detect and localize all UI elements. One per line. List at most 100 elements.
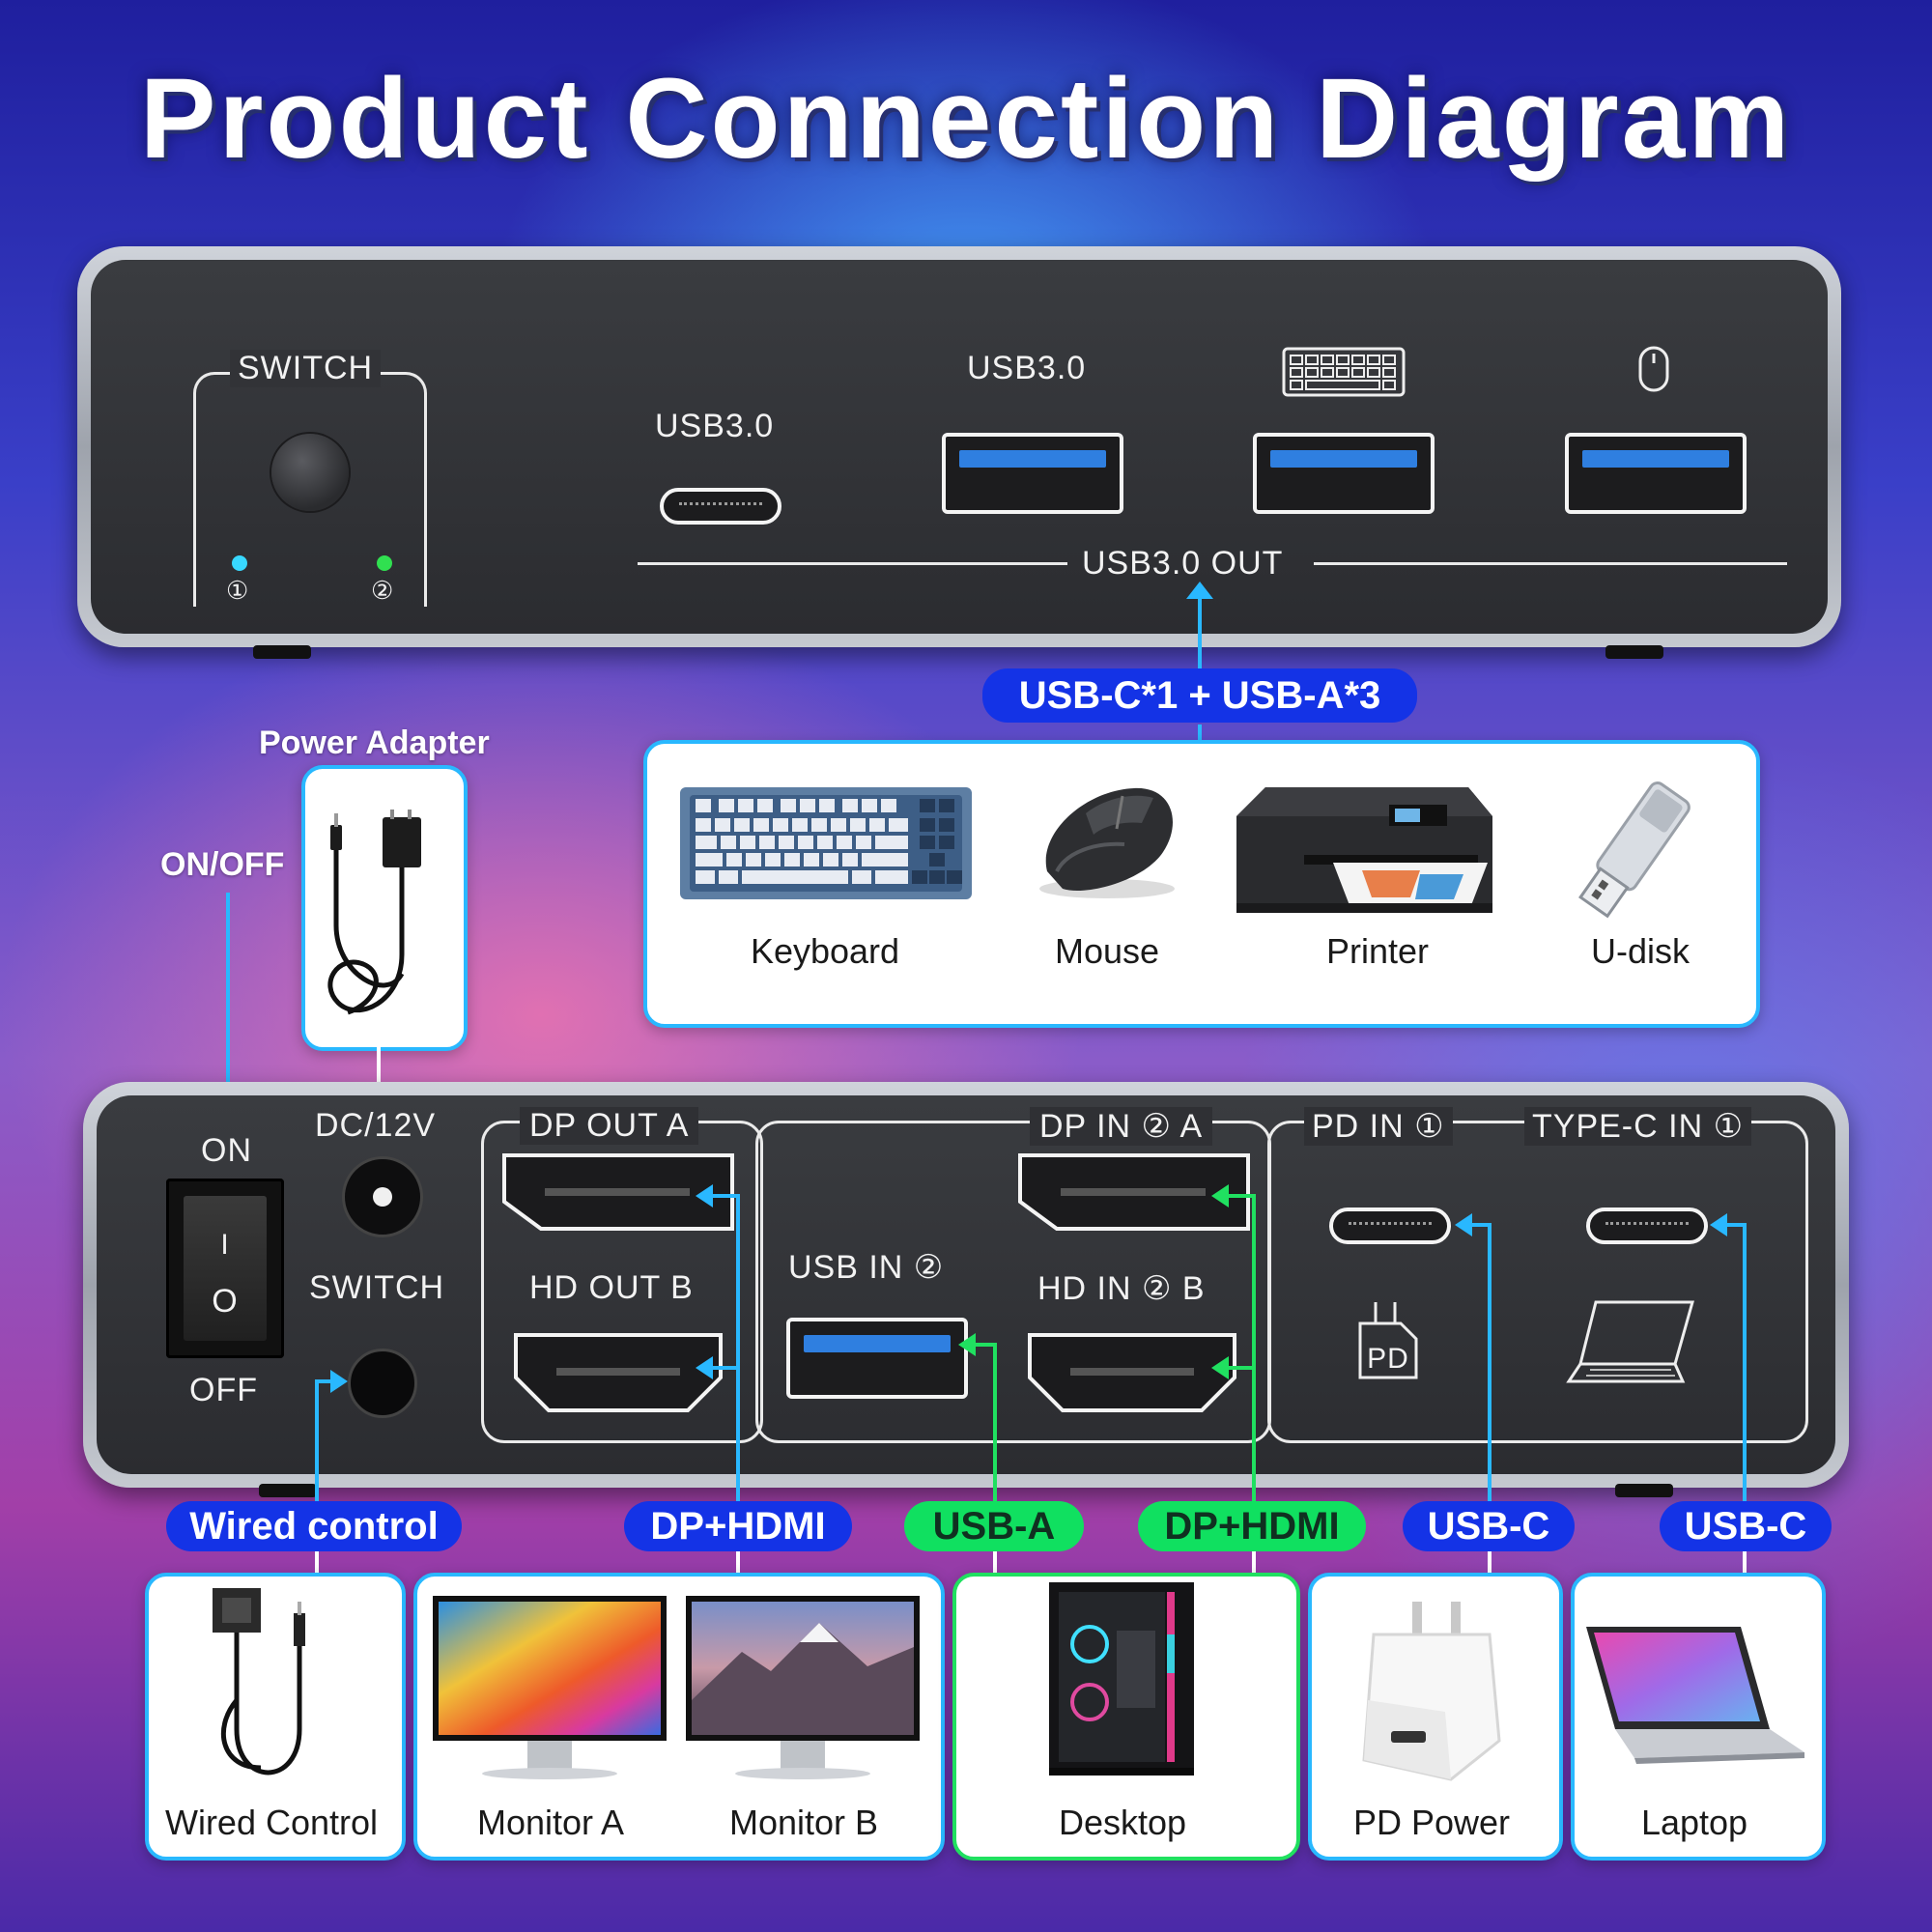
usba-link-line (993, 1343, 997, 1513)
led-1-indicator (232, 555, 247, 571)
wired-link-line (315, 1379, 319, 1513)
front-link-line (1198, 595, 1202, 674)
front-usba-port-1[interactable] (942, 433, 1123, 514)
usb-in2-label: USB IN ② (788, 1249, 945, 1286)
led-2-indicator (377, 555, 392, 571)
device-foot (1605, 645, 1663, 659)
arrow-right-icon (330, 1370, 350, 1398)
front-switch-button[interactable] (271, 434, 349, 511)
usba-link-h (966, 1343, 995, 1347)
power-rocker-switch[interactable]: I O (166, 1179, 284, 1358)
onoff-link-line (226, 893, 230, 1111)
pd-link-line (1488, 1223, 1492, 1513)
arrow-up-icon (1186, 582, 1213, 606)
laptop-link-2 (1743, 1551, 1747, 1575)
rear-on-label: ON (201, 1132, 252, 1169)
device-foot (259, 1484, 317, 1497)
usb-out-label: USB3.0 OUT (1082, 545, 1284, 582)
typec-in1-port[interactable] (1586, 1208, 1708, 1244)
arrow-left-icon (696, 1356, 715, 1384)
rear-switch-label: SWITCH (309, 1269, 445, 1306)
mouse-image (1028, 784, 1182, 913)
pd-power-caption: PD Power (1352, 1803, 1511, 1842)
wired-switch-port[interactable] (348, 1349, 417, 1418)
front-usb-badge: USB-C*1 + USB-A*3 (982, 668, 1417, 723)
usba-badge: USB-A (904, 1501, 1084, 1551)
wired-control-badge: Wired control (166, 1501, 462, 1551)
laptop-link-h (1716, 1223, 1745, 1227)
typec-bracket (1267, 1121, 1808, 1443)
power-adapter-panel (301, 765, 468, 1051)
kvm-rear-panel (83, 1082, 1849, 1488)
typec-in1-label: TYPE-C IN ① (1524, 1107, 1752, 1146)
rear-off-label: OFF (189, 1372, 258, 1408)
hd-in2-b-label: HD IN ② B (1037, 1270, 1206, 1307)
pd-icon-text: PD (1367, 1343, 1409, 1375)
arrow-left-icon (1710, 1213, 1729, 1241)
device-foot (253, 645, 311, 659)
monitor-a-image (431, 1594, 668, 1792)
dp-in2-a-label: DP IN ② A (1030, 1107, 1213, 1146)
rocker-on-glyph: I (220, 1229, 230, 1261)
wired-control-panel (145, 1573, 406, 1861)
dp-in2-a-port[interactable] (1018, 1153, 1250, 1236)
pd-link-h (1461, 1223, 1490, 1227)
laptop-link-line (1743, 1223, 1747, 1513)
keyboard-caption: Keyboard (750, 931, 900, 971)
pd-icon: PD (1352, 1294, 1424, 1387)
usb-in2-port[interactable] (786, 1318, 968, 1399)
video-out-link-h1 (709, 1194, 738, 1198)
led-2-label: ② (371, 576, 395, 605)
front-switch-label: SWITCH (230, 350, 382, 387)
desktop-image (1039, 1577, 1204, 1784)
dc-label: DC/12V (315, 1107, 437, 1144)
monitor-b-image (684, 1594, 922, 1792)
mouse-caption: Mouse (1054, 931, 1160, 971)
pd-in1-label: PD IN ① (1304, 1107, 1453, 1146)
video-in-link-line (1252, 1194, 1256, 1513)
wired-control-caption: Wired Control (164, 1803, 379, 1842)
hd-out-b-label: HD OUT B (529, 1269, 694, 1306)
usba-link-2 (993, 1551, 997, 1575)
hd-out-b-port[interactable] (514, 1333, 723, 1417)
laptop-icon (1566, 1296, 1698, 1394)
arrow-left-icon (958, 1333, 978, 1361)
video-in-link-h2 (1225, 1366, 1254, 1370)
front-usbc-port[interactable] (660, 488, 781, 525)
keyboard-icon (1282, 347, 1406, 401)
video-out-link-line (736, 1194, 740, 1513)
out-rule-left (638, 562, 1067, 565)
power-link-line (377, 1043, 381, 1099)
rocker-off-glyph: O (212, 1283, 239, 1320)
usbc-pd-badge: USB-C (1403, 1501, 1575, 1551)
video-out-link-h2 (709, 1366, 738, 1370)
usbc-laptop-badge: USB-C (1660, 1501, 1832, 1551)
wired-link-line-h (315, 1379, 344, 1383)
video-out-link-2 (736, 1551, 740, 1575)
usb-disk-image (1557, 763, 1721, 932)
udisk-caption: U-disk (1590, 931, 1690, 971)
on-off-label: ON/OFF (160, 846, 285, 883)
out-rule-right (1314, 562, 1787, 565)
front-usba-port-keyboard[interactable] (1253, 433, 1435, 514)
dc-jack-port[interactable] (342, 1156, 423, 1237)
pd-charger-image (1345, 1596, 1519, 1794)
monitor-b-caption: Monitor B (728, 1803, 879, 1842)
device-foot (1615, 1484, 1673, 1497)
hd-in2-b-port[interactable] (1028, 1333, 1236, 1417)
dp-out-a-port[interactable] (502, 1153, 734, 1236)
arrow-left-icon (696, 1184, 715, 1212)
front-link-line-2 (1198, 724, 1202, 742)
video-in-link-2 (1252, 1551, 1256, 1575)
front-usbc-label: USB3.0 (655, 408, 775, 444)
desktop-caption: Desktop (1058, 1803, 1187, 1842)
pd-in1-port[interactable] (1329, 1208, 1451, 1244)
front-usba-port-mouse[interactable] (1565, 433, 1747, 514)
page-title: Product Connection Diagram (139, 55, 1793, 183)
arrow-left-icon (1455, 1213, 1474, 1241)
printer-image (1227, 778, 1497, 923)
power-adapter-label: Power Adapter (259, 724, 490, 761)
dphdmi-out-badge: DP+HDMI (624, 1501, 852, 1551)
arrow-left-icon (1211, 1356, 1231, 1384)
power-adapter-image (319, 810, 444, 1037)
